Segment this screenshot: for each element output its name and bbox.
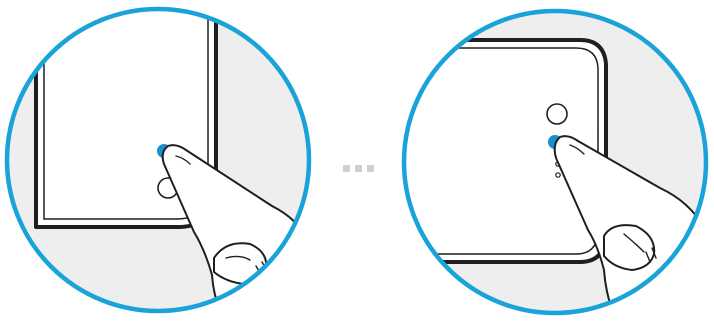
button-outline-icon — [546, 103, 568, 125]
ellipsis-icon — [343, 165, 374, 172]
left-detail-panel — [4, 6, 312, 314]
device-outline — [404, 38, 608, 264]
ellipsis-dot — [367, 165, 374, 172]
right-panel-ring — [401, 8, 709, 316]
device-inner-outline — [404, 47, 599, 255]
ellipsis-dot — [355, 165, 362, 172]
ellipsis-dot — [343, 165, 350, 172]
left-panel-ring — [4, 6, 312, 314]
right-detail-panel — [401, 8, 709, 316]
